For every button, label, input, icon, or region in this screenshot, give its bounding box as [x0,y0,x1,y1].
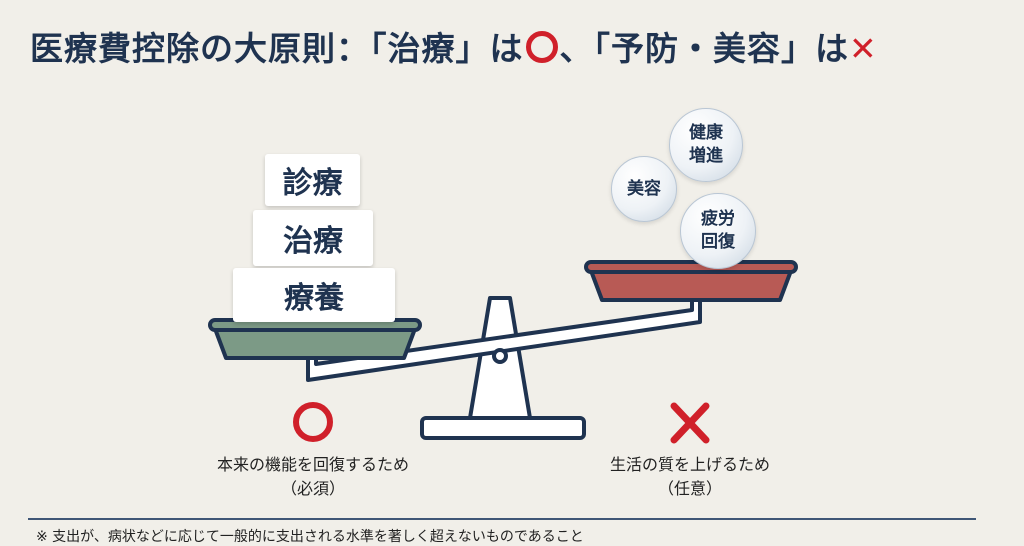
block-ryoyo: 療養 [233,268,395,322]
bubble-health: 健康増進 [669,108,743,182]
bubble-beauty: 美容 [611,156,677,222]
bubble-text: 疲労 [701,209,735,229]
circle-mark-icon [293,402,333,442]
footnote: ※ 支出が、病状などに応じて一般的に支出される水準を著しく超えないものであること [36,529,584,545]
divider [28,518,976,520]
scale-base [420,416,586,440]
circle-mark-icon [525,31,558,63]
right-caption: 生活の質を上げるため （任意） [540,453,840,501]
cross-mark-icon: ✕ [849,29,878,68]
bubble-fatigue: 疲労回復 [680,193,756,269]
block-shinryo: 診療 [265,154,360,206]
scale-pivot [492,348,508,364]
bubble-text: 回復 [701,232,735,252]
bubble-text: 増進 [689,146,723,166]
cross-mark-icon [670,402,710,444]
left-caption-sub: （必須） [280,479,345,498]
bubble-text: 美容 [627,178,661,199]
left-caption-text: 本来の機能を回復するため [216,455,409,474]
right-caption-sub: （任意） [657,479,722,498]
title-text-1: 医療費控除の大原則：「治療」は [30,29,524,68]
right-caption-text: 生活の質を上げるため [609,455,770,474]
page-title: 医療費控除の大原則：「治療」は、「予防・美容」は✕ [30,22,878,70]
bubble-text: 健康 [689,123,723,143]
block-chiryo: 治療 [253,210,373,266]
left-caption: 本来の機能を回復するため （必須） [163,453,463,501]
title-text-2: 、「予防・美容」は [559,29,849,68]
